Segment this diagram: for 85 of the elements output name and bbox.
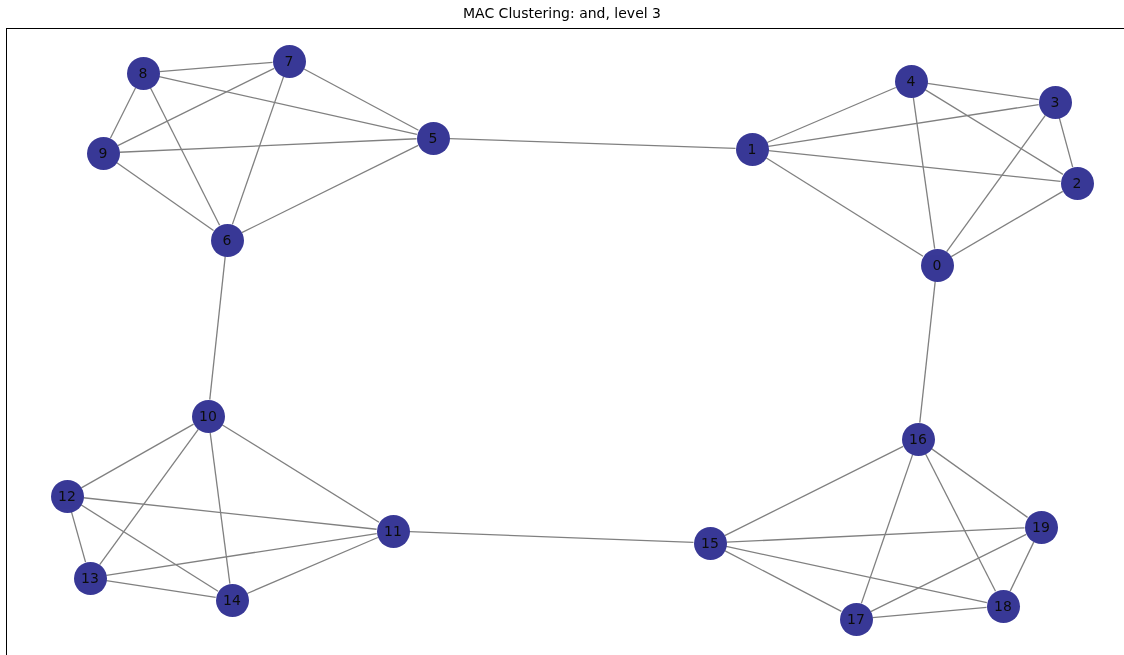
graph-node (416, 121, 450, 155)
node-label: 12 (58, 489, 76, 503)
node-label: 13 (81, 571, 99, 585)
graph-node (1060, 166, 1094, 200)
edge-line (767, 103, 1040, 148)
edge-line (871, 606, 988, 619)
graph-node (215, 583, 249, 617)
node-label: 6 (222, 233, 232, 247)
node-label: 14 (223, 593, 241, 607)
edge-line (724, 445, 904, 537)
graph-node (126, 56, 160, 90)
graph-node (376, 514, 410, 548)
node-label: 7 (284, 54, 294, 68)
edge-line (105, 579, 217, 599)
graph-node (1024, 510, 1058, 544)
graph-node (901, 422, 935, 456)
edge-line (930, 447, 1029, 519)
node-label: 2 (1072, 176, 1082, 190)
chart-title: MAC Clustering: and, level 3 (463, 5, 661, 21)
edge-line (919, 280, 936, 424)
edge-line (231, 75, 285, 226)
edge-line (1058, 117, 1074, 168)
node-label: 8 (138, 66, 148, 80)
edge-line (117, 67, 275, 147)
graph-node (839, 602, 873, 636)
edge-line (209, 431, 231, 585)
graph-node (735, 132, 769, 166)
node-label: 9 (98, 146, 108, 160)
graph-node (191, 399, 225, 433)
node-label: 1 (747, 142, 757, 156)
edge-line (246, 536, 379, 595)
edge-line (221, 424, 380, 523)
edge-line (766, 86, 897, 144)
node-label: 18 (994, 599, 1012, 613)
edge-line (99, 428, 199, 566)
edge-line (149, 87, 221, 226)
graph-node (272, 44, 306, 78)
node-label: 4 (906, 74, 916, 88)
edge-line (860, 453, 914, 605)
edge-line (118, 138, 418, 153)
node-label: 10 (199, 409, 217, 423)
edge-line (912, 96, 936, 250)
graph-node (986, 589, 1020, 623)
node-label: 19 (1032, 520, 1050, 534)
node-label: 15 (701, 536, 719, 550)
edge-line (767, 150, 1062, 182)
edge-line (408, 530, 695, 544)
edge-line (115, 161, 215, 232)
node-label: 5 (428, 131, 438, 145)
edge-line (241, 144, 419, 234)
node-label: 3 (1050, 95, 1060, 109)
edge-line (926, 82, 1040, 101)
graph-node (920, 248, 954, 282)
node-label: 16 (909, 432, 927, 446)
edge-line (725, 527, 1026, 543)
graph-node (86, 136, 120, 170)
edge-line (105, 532, 378, 577)
node-label: 0 (932, 258, 942, 272)
edge-line (80, 504, 219, 592)
edge-line (448, 137, 737, 150)
graph-node (894, 64, 928, 98)
edge-line (70, 511, 87, 563)
edge-line (870, 533, 1027, 613)
edge-line (82, 497, 378, 530)
edge-line (950, 190, 1064, 258)
graph-node (73, 561, 107, 595)
edge-line (765, 157, 924, 257)
edge-line (158, 61, 274, 73)
edge-line (725, 545, 988, 604)
graph-node (50, 479, 84, 513)
edge-line (924, 89, 1064, 175)
edge-line (924, 453, 997, 592)
graph-node (210, 223, 244, 257)
edge-line (80, 423, 195, 489)
node-label: 17 (847, 612, 865, 626)
edge-line (302, 68, 420, 131)
edge-line (1009, 541, 1035, 592)
edge-line (158, 75, 418, 136)
edge-line (209, 255, 226, 401)
node-label: 11 (384, 524, 402, 538)
graph-node (1038, 85, 1072, 119)
edge-line (946, 114, 1046, 253)
edge-line (109, 87, 137, 139)
edge-line (724, 549, 842, 613)
graph-node (693, 526, 727, 560)
